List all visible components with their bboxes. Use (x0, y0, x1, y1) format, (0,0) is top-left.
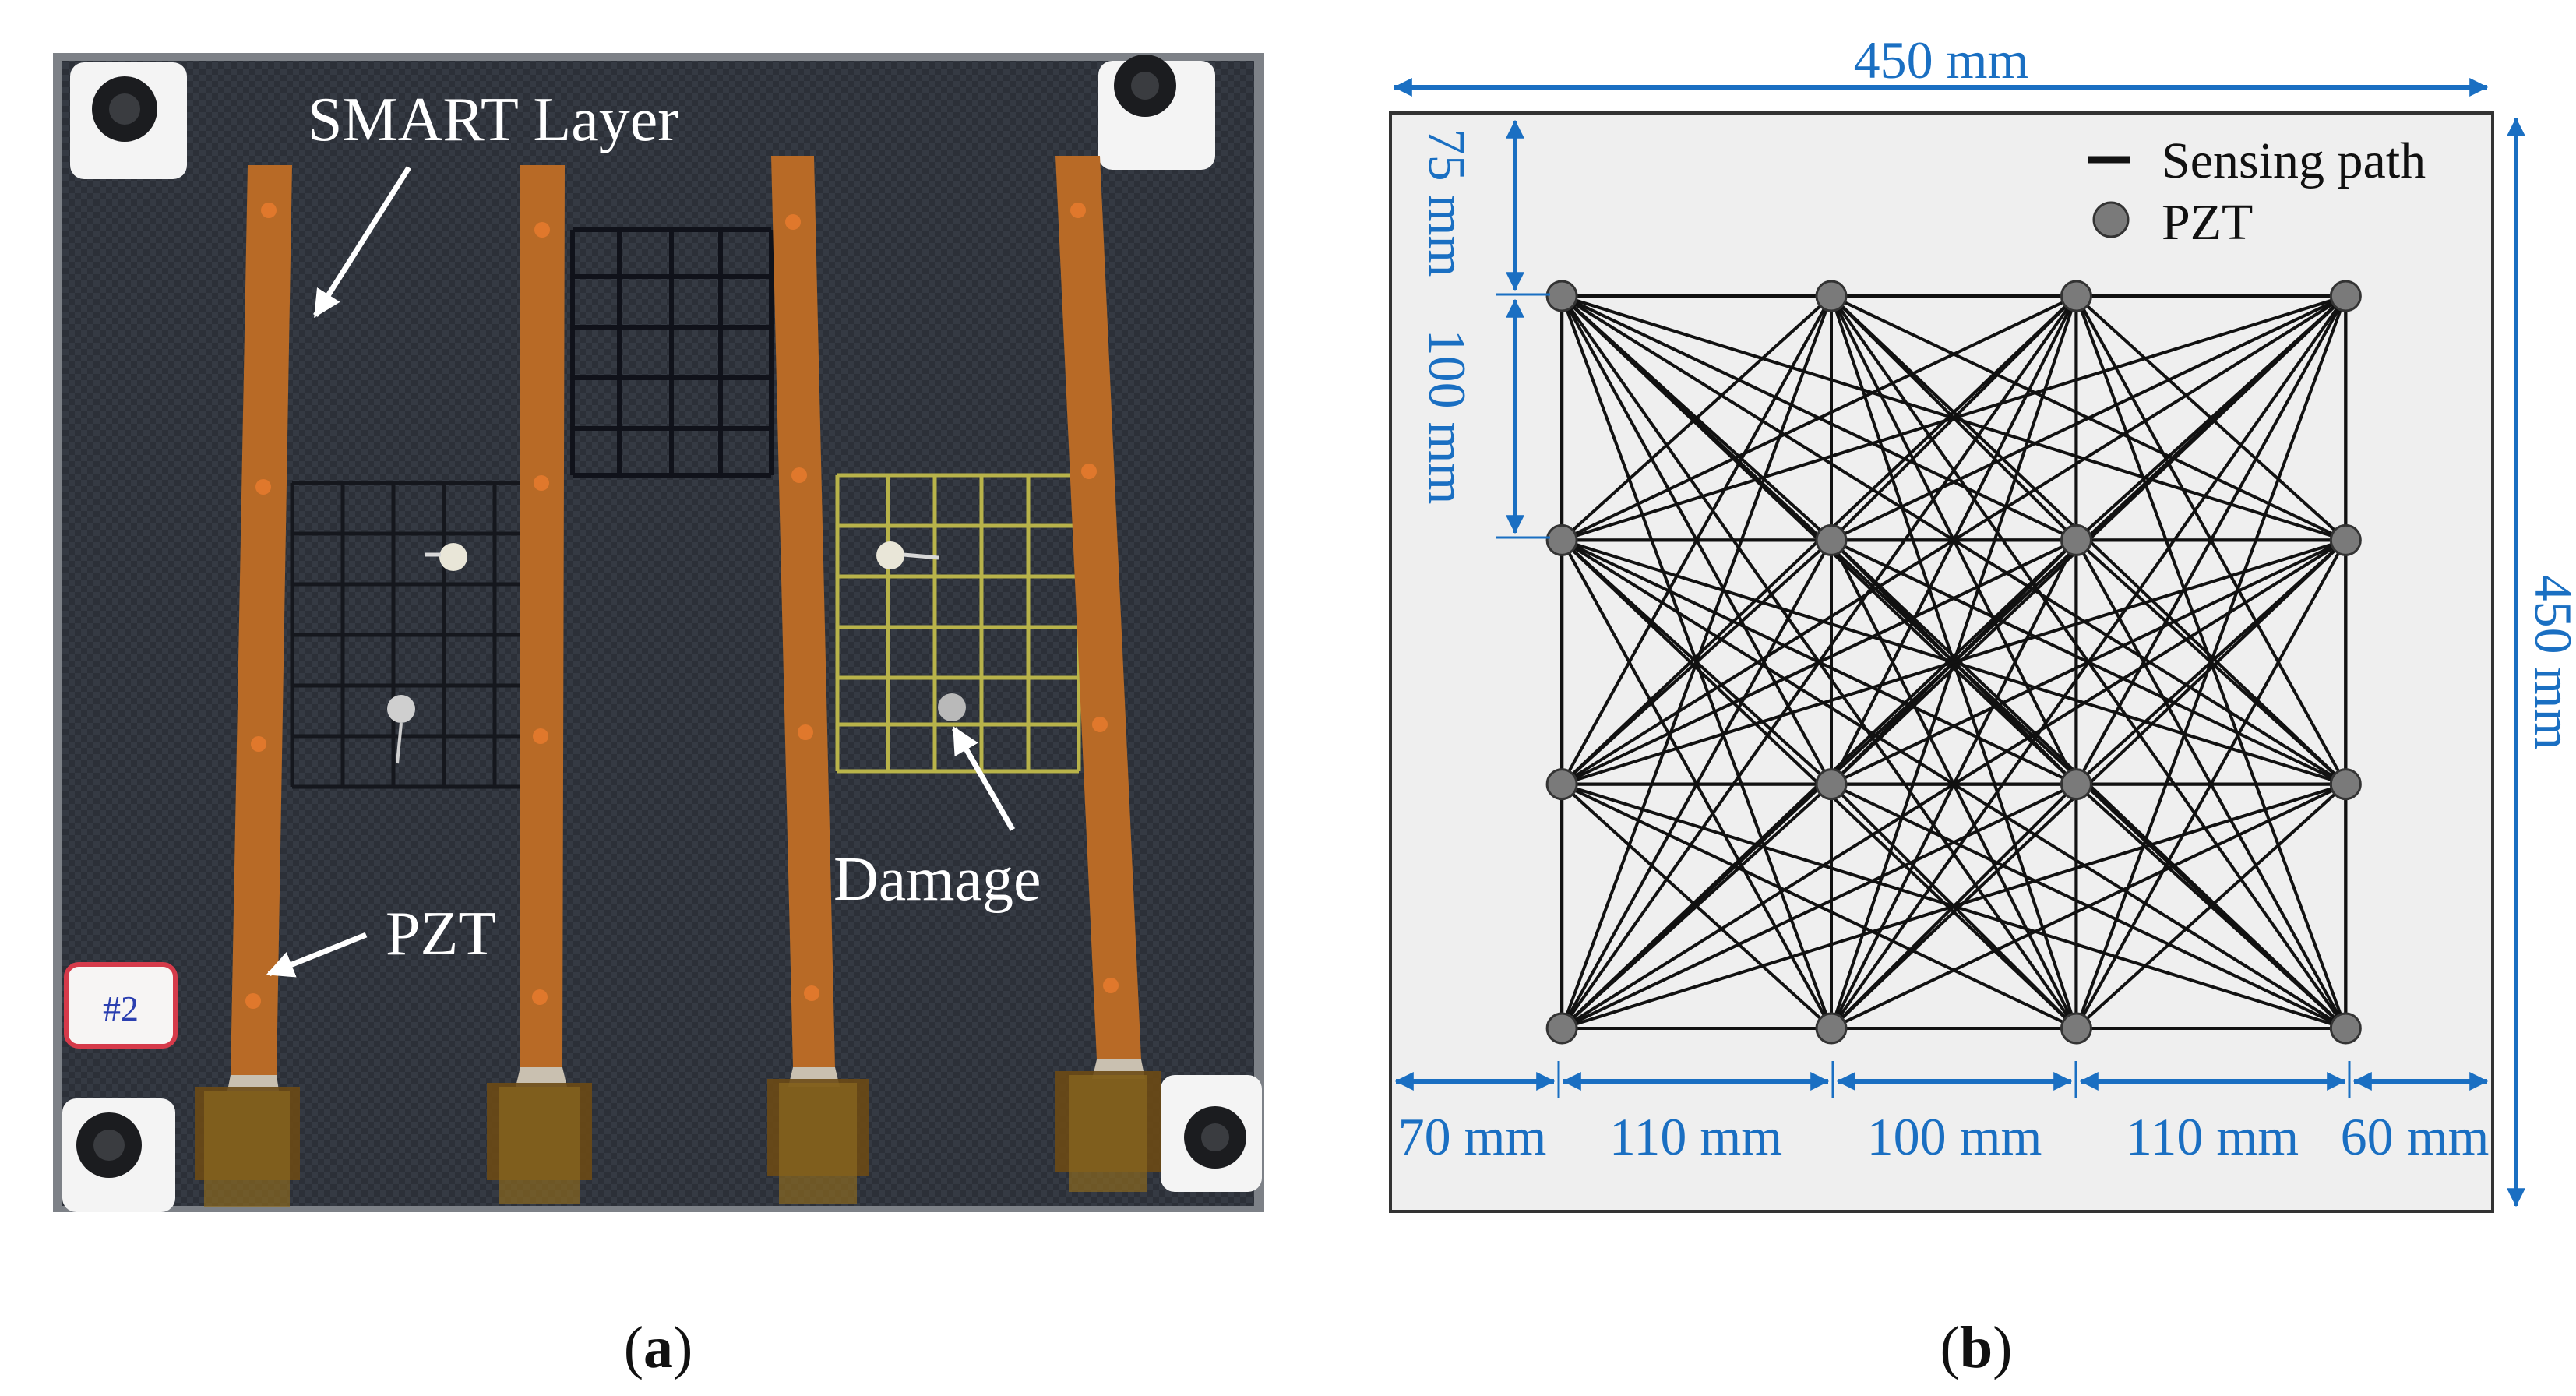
pzt-sensor (1545, 768, 1578, 801)
sensing-path (1561, 538, 2077, 786)
pzt-sensor (1815, 524, 1848, 556)
sensing-path (1561, 538, 2346, 786)
pzt-dot (533, 728, 548, 744)
dim-bottom-label-4: 110 mm (2126, 1107, 2299, 1166)
smart-strip (487, 165, 592, 1204)
sensing-path (1561, 782, 2346, 1030)
pzt-sensor (2329, 280, 2362, 312)
pzt-sensor (2060, 524, 2092, 556)
sensing-path (1560, 294, 1833, 541)
damage-spots (387, 541, 966, 764)
smart-layer-label: SMART Layer (308, 86, 678, 154)
pzt-sensors (1545, 280, 2362, 1045)
sensing-path (1561, 294, 2346, 542)
dim-bottom-label-5: 60 mm (2341, 1107, 2490, 1166)
sensing-path (1831, 538, 2347, 786)
smart-strip (767, 156, 869, 1204)
pzt-dot (1092, 717, 1108, 732)
sensing-path (1831, 294, 2347, 542)
sensing-path (1561, 782, 2077, 1030)
clamp-bottom-left (62, 1098, 175, 1212)
dim-top-margin-label: 75 mm (1418, 129, 1477, 277)
panel-b-caption: (b) (1940, 1315, 2013, 1380)
pzt-sensor (2329, 768, 2362, 801)
clamp-bottom-right (1161, 1075, 1262, 1192)
photo-pzt-dots (245, 203, 1119, 1009)
dim-bottom-label-2: 110 mm (1609, 1107, 1782, 1166)
pzt-sensor (1815, 280, 1848, 312)
smart-layer-strips (195, 156, 1161, 1207)
pzt-dot (251, 736, 266, 752)
pzt-sensor (1545, 524, 1578, 556)
pzt-dot (532, 989, 548, 1005)
damage-spot (876, 541, 904, 569)
legend-pzt-label: PZT (2162, 194, 2253, 251)
sensing-path (2075, 783, 2347, 1030)
grid-left-damage (290, 481, 548, 789)
damage-spot (439, 543, 467, 571)
dim-row-spacing-label: 100 mm (1418, 330, 1477, 505)
pzt-dot (255, 479, 271, 495)
damage-spot (387, 695, 415, 723)
pzt-dot (1070, 203, 1086, 218)
damage-label: Damage (833, 845, 1041, 914)
clamp-top-left (70, 62, 187, 179)
pzt-dot (791, 467, 807, 483)
pzt-dot (785, 214, 801, 230)
sensing-path (1831, 782, 2347, 1030)
pzt-sensor (2060, 280, 2092, 312)
dim-bottom-label-1: 70 mm (1398, 1107, 1547, 1166)
dim-bottom-label-3: 100 mm (1867, 1107, 2042, 1166)
pzt-sensor (2060, 768, 2092, 801)
pzt-label: PZT (386, 900, 496, 968)
specimen-tag: #2 (64, 962, 178, 1049)
pzt-dot (1081, 464, 1097, 479)
sensing-path (1560, 538, 1833, 786)
smart-strip (195, 165, 300, 1207)
damage-arrow (951, 725, 1016, 831)
plate-outline (1389, 111, 2494, 1213)
pzt-sensor (2329, 524, 2362, 556)
dim-right-height-label: 450 mm (2524, 575, 2576, 750)
pzt-dot (1103, 978, 1119, 993)
pzt-dot (261, 203, 277, 218)
pzt-sensor (2060, 1012, 2092, 1045)
legend-pzt-swatch (2092, 201, 2130, 238)
pzt-dot (245, 993, 261, 1009)
grid-right-damage (835, 473, 1081, 774)
panel-a-caption: (a) (624, 1315, 693, 1380)
pzt-sensor (2329, 1012, 2362, 1045)
pzt-dot (534, 475, 549, 491)
sensing-path (1561, 294, 2077, 542)
pzt-sensor (1815, 1012, 1848, 1045)
panel-a-photo: #2 SMART Layer PZT Damage (53, 53, 1264, 1212)
grid-top-middle (570, 227, 774, 478)
sensing-path (1560, 783, 1833, 1030)
pzt-sensor (1545, 280, 1578, 312)
pzt-sensor (1815, 768, 1848, 801)
pzt-sensor (1545, 1012, 1578, 1045)
specimen-tag-text: #2 (103, 989, 139, 1028)
smart-strip (1055, 156, 1161, 1192)
damage-spot (938, 693, 966, 721)
clamp-top-right (1098, 55, 1215, 170)
dim-top-width-label: 450 mm (1854, 30, 2029, 90)
legend-sensing-path-label: Sensing path (2162, 132, 2426, 189)
smart-layer-arrow (313, 166, 411, 318)
pzt-dot (534, 222, 550, 238)
panel-b-diagram: Sensing path PZT 450 mm 450 mm 75 mm 10 (1389, 30, 2576, 1213)
dimension-lines (1393, 78, 2525, 1207)
legend: Sensing path PZT (2088, 132, 2426, 251)
pzt-dot (798, 724, 813, 740)
pzt-dot (804, 985, 819, 1001)
pzt-arrow (266, 932, 368, 978)
